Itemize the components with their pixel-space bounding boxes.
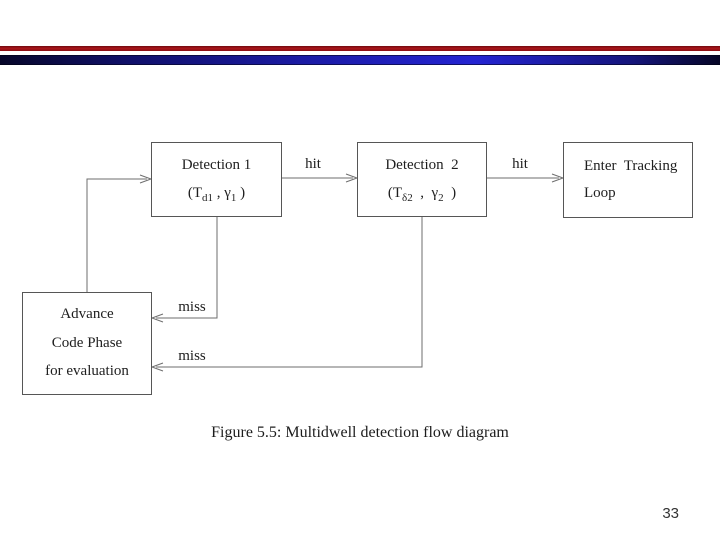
detection-2-title: Detection 2 [385, 156, 459, 173]
miss2-arrowhead-icon [150, 362, 164, 372]
detection-2-param-gamma: γ [431, 184, 439, 201]
detection-1-param-sub2: 1 [230, 191, 237, 204]
detection-1-param-open: (T [187, 184, 203, 201]
detection-2-params: (Tδ2 , γ2 ) [387, 184, 457, 204]
detection-2-param-close: ) [443, 184, 457, 201]
detection-2-param-sub2: 2 [438, 191, 444, 204]
detection-1-param-close: ) [236, 184, 246, 201]
hit1-arrowhead-icon [345, 173, 359, 183]
miss-label-1: miss [178, 299, 206, 315]
hit-label-1: hit [305, 156, 321, 172]
top-red-rule [0, 46, 720, 51]
advance-line2: Code Phase [51, 334, 123, 351]
slide-page-number: 33 [662, 505, 679, 522]
miss2-line [156, 217, 423, 368]
detection-1-param-sub1: d1 [202, 191, 214, 204]
enter-tracking-loop-box: Enter Tracking Loop [563, 142, 693, 218]
figure-caption: Figure 5.5: Multidwell detection flow di… [211, 424, 509, 441]
detection-2-box: Detection 2 (Tδ2 , γ2 ) [357, 142, 487, 217]
miss1-arrowhead-icon [150, 313, 164, 323]
advance-line3: for evaluation [45, 363, 129, 380]
hit-label-2: hit [512, 156, 528, 172]
detection-1-param-comma: , [213, 184, 225, 201]
detection-1-title: Detection 1 [181, 156, 252, 173]
top-blue-rule [0, 55, 720, 65]
tracking-line2: Loop [584, 184, 616, 201]
advance-code-phase-box: Advance Code Phase for evaluation [22, 292, 152, 395]
detection-1-param-gamma: γ [224, 184, 231, 201]
detection-2-param-open: (T [387, 184, 403, 201]
feedback-arrowhead-icon [139, 174, 153, 184]
detection-1-box: Detection 1 (Td1 , γ1 ) [151, 142, 282, 217]
advance-line1: Advance [60, 305, 114, 322]
feedback-line [86, 178, 147, 292]
tracking-line1: Enter Tracking [584, 157, 678, 174]
detection-2-param-comma: , [412, 184, 432, 201]
detection-2-param-sub1: δ2 [402, 191, 413, 204]
miss-label-2: miss [178, 348, 206, 364]
detection-1-params: (Td1 , γ1 ) [187, 184, 246, 204]
hit2-arrowhead-icon [551, 173, 565, 183]
